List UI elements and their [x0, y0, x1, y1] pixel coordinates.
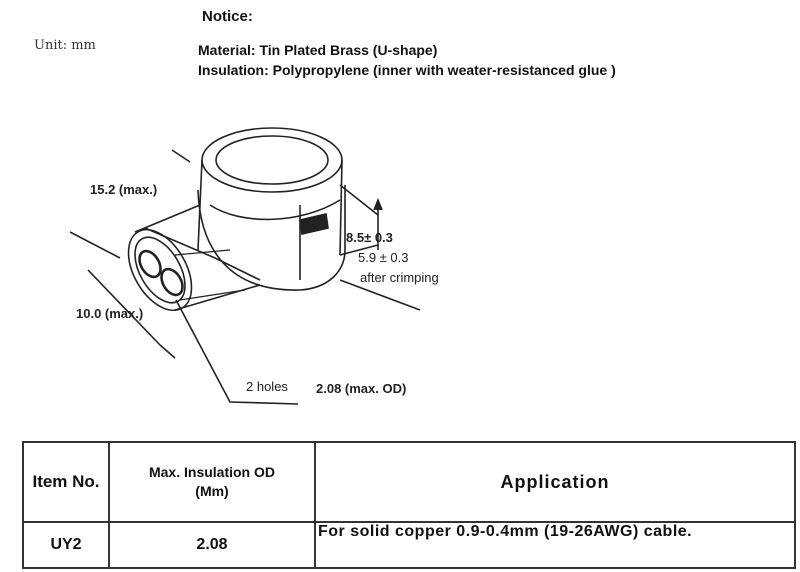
table-header-row: Item No. Max. Insulation OD (Mm) Applica… [22, 441, 796, 523]
spec-table: Item No. Max. Insulation OD (Mm) Applica… [22, 441, 796, 569]
dim-height-crimped: 5.9 ± 0.3 [358, 250, 409, 265]
connector-cap [201, 127, 343, 193]
dim-depth: 10.0 (max.) [76, 306, 144, 321]
header-max-od: Max. Insulation OD (Mm) [108, 441, 316, 523]
connector-drawing [69, 127, 421, 405]
table-row: UY2 2.08 For solid copper 0.9-0.4mm (19-… [22, 521, 796, 569]
notice-title: Notice: [202, 8, 253, 25]
dim-height: 8.5± 0.3 [346, 230, 393, 245]
header-application: Application [314, 441, 796, 523]
cell-od: 2.08 [108, 521, 316, 569]
holes-od: 2.08 (max. OD) [316, 381, 407, 396]
dim-after-crimping: after crimping [360, 270, 439, 285]
header-item-no: Item No. [22, 441, 110, 523]
cell-item: UY2 [22, 521, 110, 569]
material-block: Material: Tin Plated Brass (U-shape) Ins… [198, 40, 616, 80]
hole-right [160, 267, 184, 297]
unit-label: Unit: mm [34, 38, 96, 53]
dim-width: 15.2 (max.) [90, 182, 158, 197]
holes-label: 2 holes [246, 379, 288, 394]
insulation-line: Insulation: Polypropylene (inner with we… [198, 62, 616, 78]
hole-left [138, 249, 162, 279]
cell-application: For solid copper 0.9-0.4mm (19-26AWG) ca… [314, 521, 796, 569]
header-od-line2: (Mm) [195, 483, 229, 499]
connector-body [197, 185, 346, 291]
material-line: Material: Tin Plated Brass (U-shape) [198, 42, 438, 58]
header-od-line1: Max. Insulation OD [148, 464, 275, 480]
